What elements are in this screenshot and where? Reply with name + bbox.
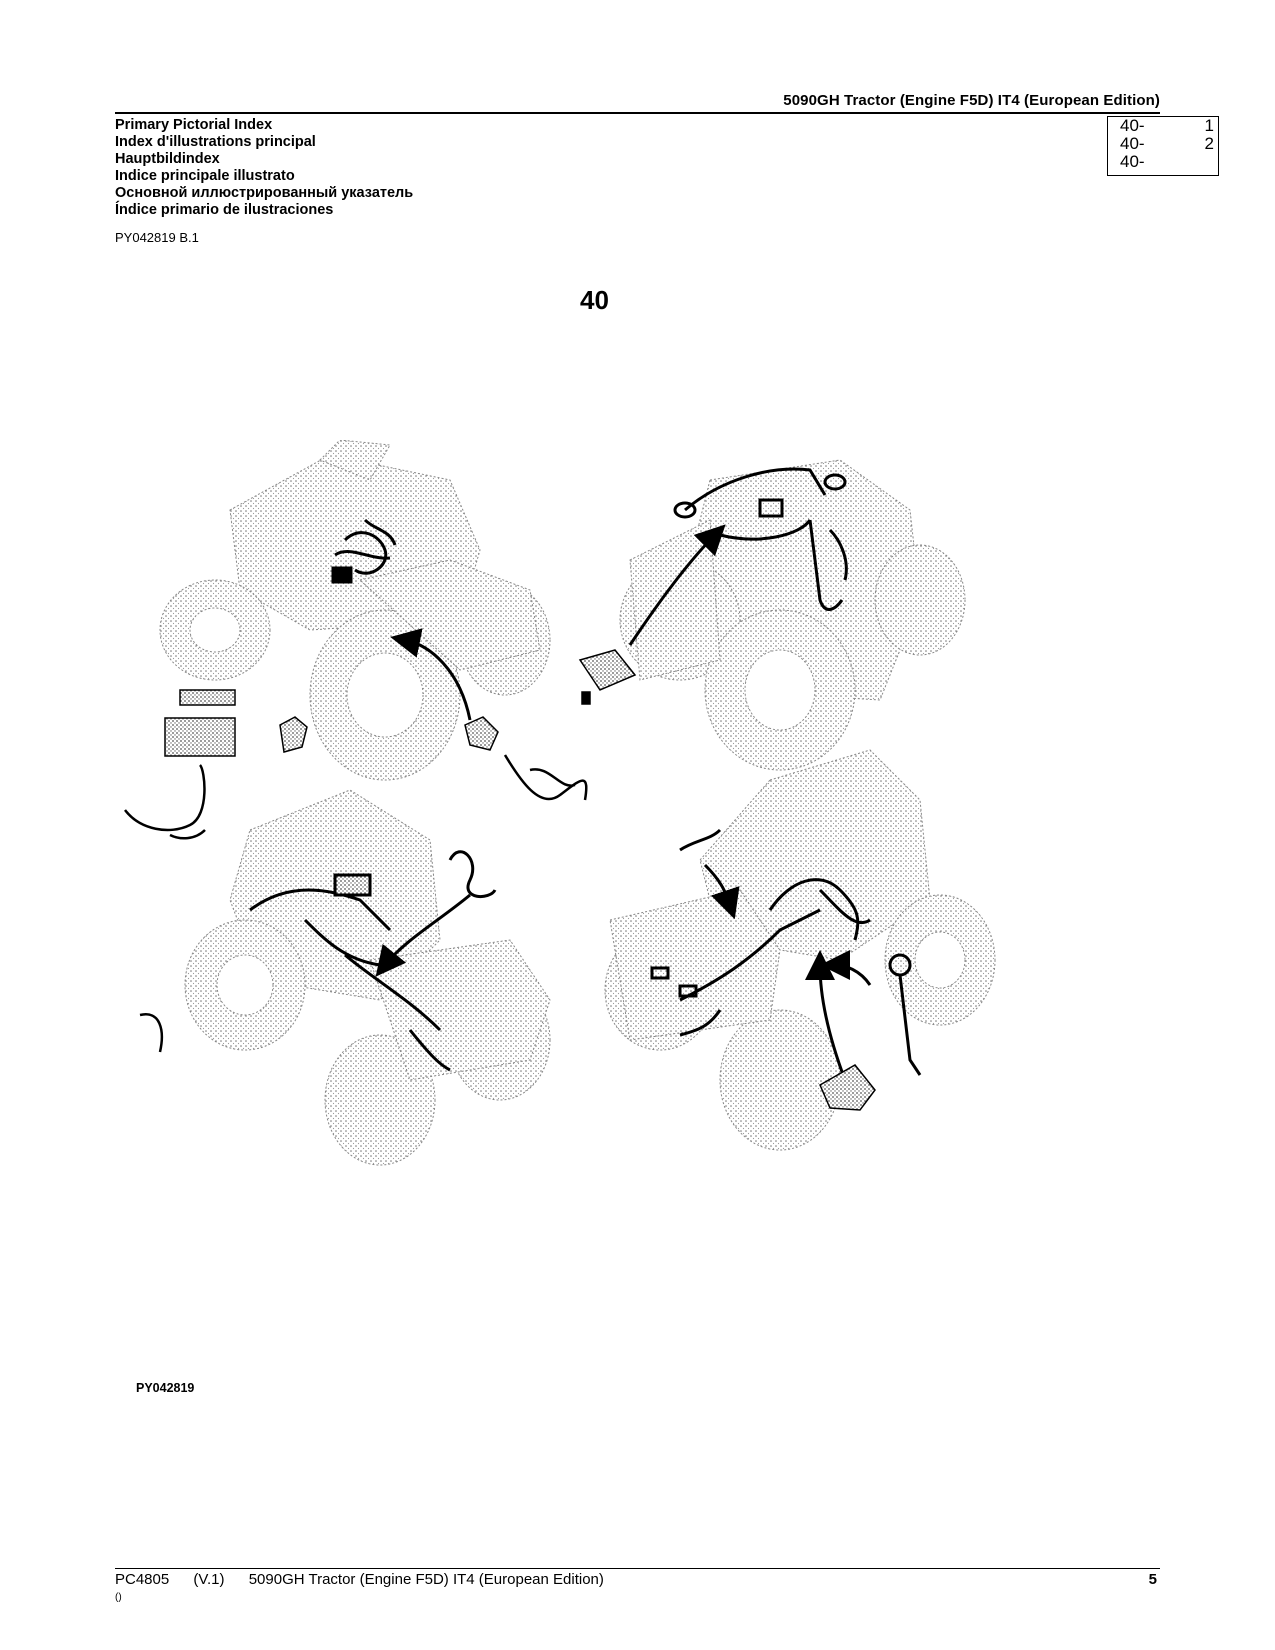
- index-titles: Primary Pictorial Index Index d'illustra…: [115, 117, 413, 219]
- header-rule: [115, 112, 1160, 114]
- arrow-bottom-right-3: [805, 950, 847, 1081]
- harness-bottom-left: [249, 850, 497, 1072]
- arrow-bottom-left: [375, 893, 471, 977]
- ref-prefix: 40-: [1120, 134, 1145, 153]
- title-spanish: Índice primario de ilustraciones: [115, 202, 334, 218]
- tractor-harness-illustration: [124, 440, 996, 1166]
- ref-row[interactable]: 40- 2: [1108, 135, 1218, 153]
- tractor-top-right: [619, 459, 966, 771]
- harness-parts-left: [124, 754, 588, 1053]
- footer-code: PC4805: [115, 1571, 170, 1588]
- footer-version: (V.1): [193, 1571, 225, 1588]
- arrow-bottom-right-1: [703, 863, 740, 920]
- title-french: Index d'illustrations principal: [115, 134, 316, 150]
- title-german: Hauptbildindex: [115, 151, 220, 167]
- footer-title: 5090GH Tractor (Engine F5D) IT4 (Europea…: [248, 1571, 604, 1588]
- ref-prefix: 40-: [1120, 152, 1145, 171]
- footer-extra: (): [115, 1592, 122, 1603]
- harness-top-right: [673, 467, 848, 611]
- tractor-bottom-left: [184, 789, 551, 1166]
- header-title: 5090GH Tractor (Engine F5D) IT4 (Europea…: [783, 92, 1160, 109]
- figure-code: PY042819: [136, 1381, 195, 1395]
- title-russian: Основной иллюстрированный указатель: [115, 185, 414, 201]
- part-alternator: [819, 1064, 876, 1111]
- part-mirror: [578, 649, 637, 705]
- page-number: 5: [1148, 1571, 1157, 1588]
- harness-bottom-right: [650, 828, 922, 1076]
- footer-left: PC4805 (V.1) 5090GH Tractor (Engine F5D)…: [115, 1571, 624, 1588]
- document-id: PY042819 B.1: [115, 230, 199, 245]
- arrow-bottom-right-2: [820, 950, 872, 986]
- ref-prefix: 40-: [1120, 116, 1145, 135]
- tractor-bottom-right: [604, 749, 996, 1151]
- ref-row[interactable]: 40-: [1108, 153, 1218, 171]
- title-italian: Indice principale illustrato: [115, 168, 295, 184]
- arrow-top-right: [628, 524, 726, 646]
- page-reference-box: 40- 1 40- 2 40-: [1107, 116, 1219, 176]
- ref-row[interactable]: 40- 1: [1108, 117, 1218, 135]
- ref-number: 1: [1204, 116, 1214, 135]
- harness-top-left: [331, 518, 397, 584]
- footer-rule: [115, 1568, 1160, 1569]
- ref-number: 2: [1204, 134, 1214, 153]
- section-number: 40: [580, 285, 609, 315]
- tractor-top-left: [159, 440, 551, 781]
- arrow-top-left: [390, 628, 472, 721]
- parts-top-left: [164, 689, 499, 757]
- title-english: Primary Pictorial Index: [115, 117, 273, 133]
